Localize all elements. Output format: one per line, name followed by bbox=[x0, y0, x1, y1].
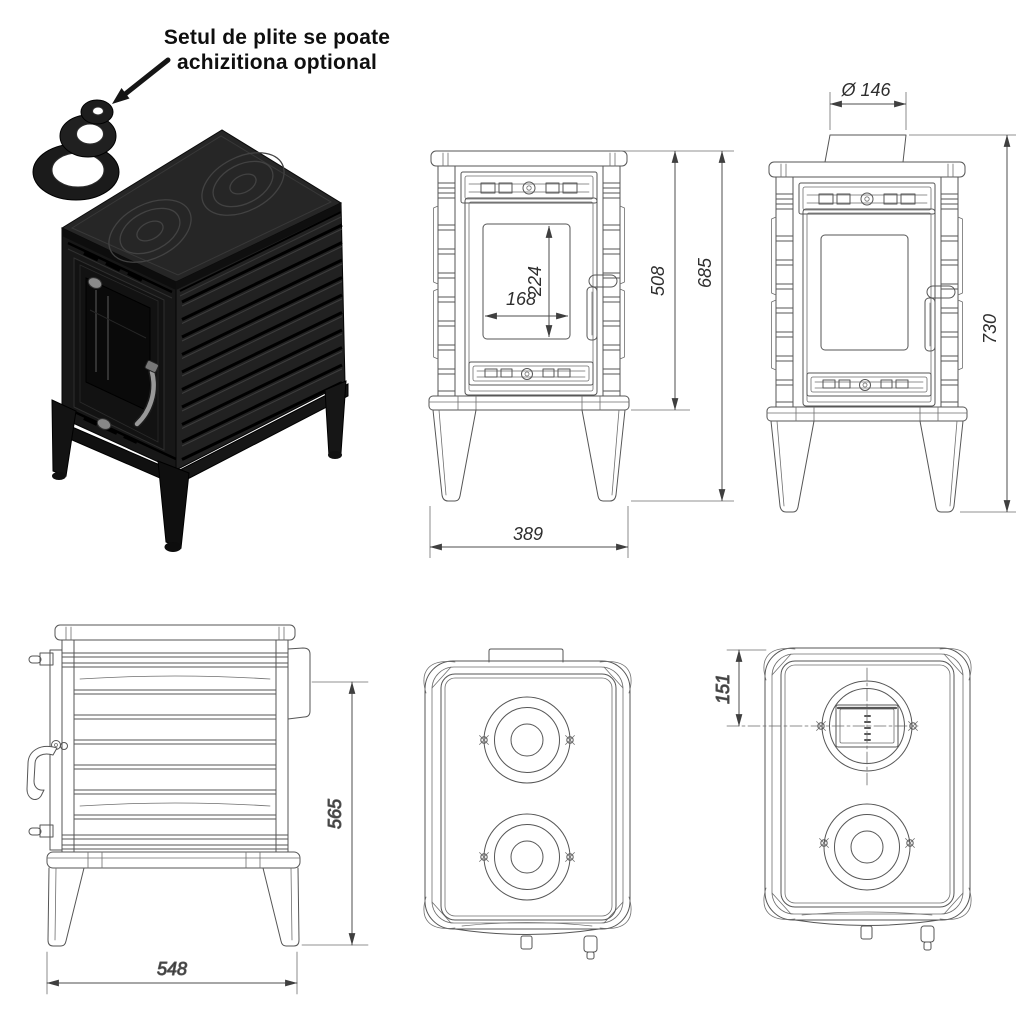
dims-front-flue: Ø 146 730 bbox=[829, 80, 1016, 513]
hotplate-front-flue-view bbox=[823, 803, 911, 891]
stove-door bbox=[73, 257, 165, 451]
view-side: 565 548 bbox=[26, 624, 369, 995]
dims-top-flue: 151 bbox=[713, 649, 767, 727]
flue-screw bbox=[816, 721, 826, 731]
side-hinge-bottom bbox=[28, 824, 54, 838]
dim-flue-outlet-height-label: 565 bbox=[325, 798, 345, 829]
plate-screw bbox=[565, 852, 575, 862]
annotation-text-line2: achizitiona optional bbox=[177, 51, 377, 74]
dim-body-height-label: 508 bbox=[648, 266, 668, 296]
view-front: 224 168 508 685 389 bbox=[428, 150, 734, 558]
dim-glass-height-label: 224 bbox=[525, 266, 545, 297]
plate-screw bbox=[819, 838, 829, 848]
side-hinge-top bbox=[28, 652, 54, 666]
optional-plates-annotation: Setul de plite se poate achizitiona opti… bbox=[112, 26, 390, 104]
dim-flue-center-offset-label: 151 bbox=[713, 674, 733, 704]
dim-glass-width-label: 168 bbox=[506, 289, 536, 309]
annotation-text-line1: Setul de plite se poate bbox=[164, 26, 390, 49]
view-top-plates bbox=[423, 648, 632, 960]
door-hinge-top bbox=[87, 277, 103, 289]
door-hinge-bottom bbox=[96, 418, 112, 430]
optional-plate-rings bbox=[32, 99, 120, 201]
flue-collar bbox=[824, 134, 907, 163]
dims-side: 565 548 bbox=[46, 681, 369, 995]
plate-screw bbox=[565, 735, 575, 745]
stove-legs bbox=[51, 380, 347, 552]
hotplate-rear bbox=[483, 696, 571, 784]
stove-3d-render bbox=[32, 99, 349, 552]
view-top-flue: 151 bbox=[713, 647, 972, 951]
dims-front: 224 168 508 685 389 bbox=[429, 150, 734, 558]
top-rear-flue-box bbox=[488, 648, 564, 663]
front-flue-view-body bbox=[766, 161, 968, 513]
dim-height-to-flue-label: 730 bbox=[980, 314, 1000, 344]
plate-screw bbox=[905, 838, 915, 848]
dim-overall-width-label: 389 bbox=[513, 524, 543, 544]
plate-screw bbox=[479, 852, 489, 862]
side-flue-outlet-box bbox=[287, 647, 311, 720]
flue-outlet-top bbox=[726, 667, 919, 787]
door-handle bbox=[134, 369, 156, 427]
flue-screw bbox=[908, 721, 918, 731]
view-front-flue: Ø 146 730 bbox=[766, 80, 1016, 513]
hotplate-rings-top bbox=[108, 152, 285, 263]
hotplate-front bbox=[483, 813, 571, 901]
casting-marks bbox=[864, 715, 871, 741]
annotation-arrow-icon bbox=[112, 57, 171, 104]
dim-flue-diameter-label: Ø 146 bbox=[840, 80, 891, 100]
dim-overall-height-label: 685 bbox=[695, 257, 715, 288]
side-door-handle bbox=[26, 746, 58, 800]
dim-overall-depth-label: 548 bbox=[157, 959, 187, 979]
plate-screw bbox=[479, 735, 489, 745]
front-view-body bbox=[428, 150, 630, 502]
